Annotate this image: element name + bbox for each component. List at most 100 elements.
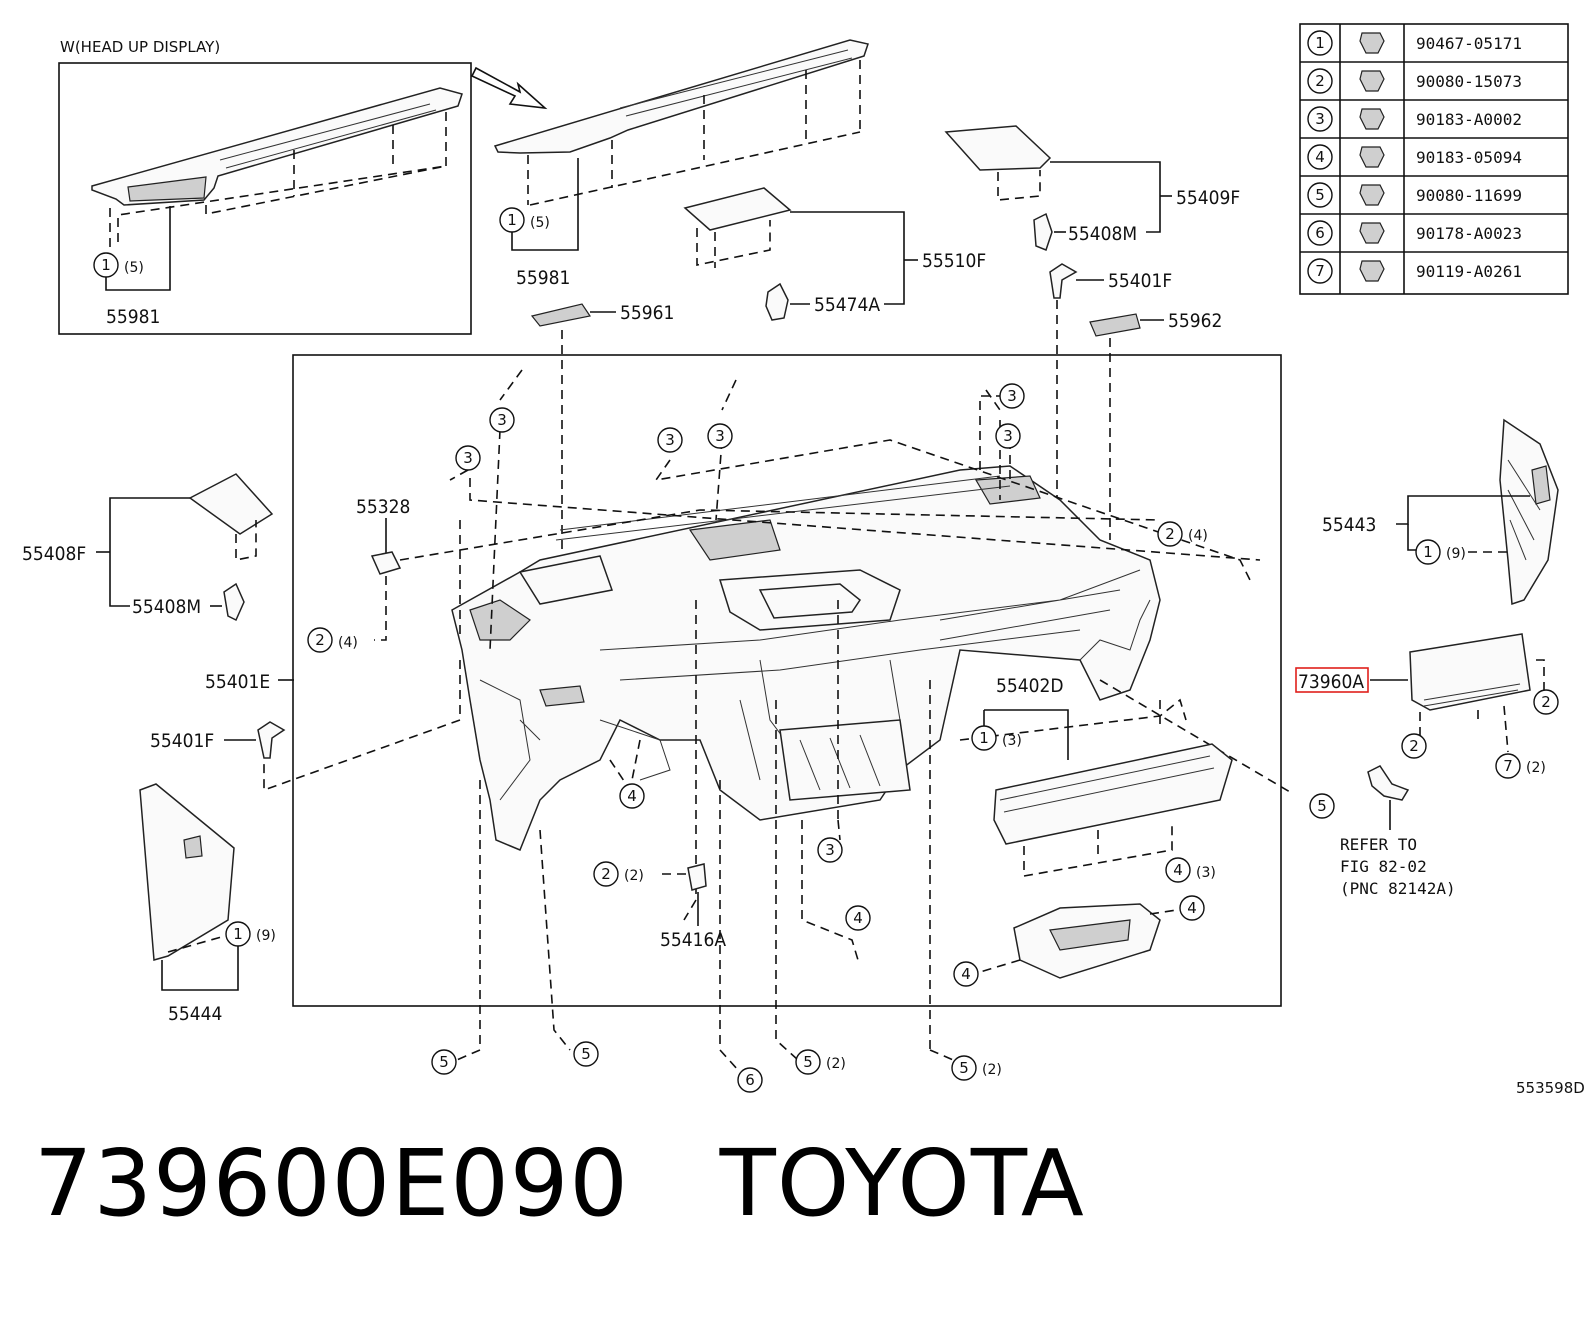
label-55510F: 55510F (922, 250, 986, 272)
bracket-55416A: 2 (2) 55416A (593, 861, 726, 951)
svg-text:4: 4 (1173, 861, 1183, 879)
svg-text:3: 3 (497, 411, 507, 429)
label-55328: 55328 (356, 496, 410, 518)
label-55402D: 55402D (996, 675, 1064, 697)
svg-text:4: 4 (961, 965, 971, 983)
callout-3-c: 3 (657, 427, 683, 453)
svg-text:5: 5 (803, 1053, 813, 1071)
svg-text:1: 1 (1423, 543, 1433, 561)
label-55408F: 55408F (22, 543, 86, 565)
inset-title: W(HEAD UP DISPLAY) (60, 38, 220, 56)
fastener-number-circle (1307, 106, 1333, 132)
fastener-icon (1359, 222, 1385, 244)
qty-4-clip: (4) (338, 635, 358, 651)
fastener-number: 4 (1315, 148, 1325, 166)
fastener-number: 2 (1315, 72, 1325, 90)
dashboard-assembly (263, 369, 1291, 1071)
vent-55962: 55962 (1089, 310, 1222, 540)
callout-3-f: 3 (995, 423, 1021, 449)
fastener-number-circle (1307, 220, 1333, 246)
svg-text:3: 3 (1007, 387, 1017, 405)
inset-qty: (5) (124, 260, 144, 276)
qty-2-bracket: (2) (624, 868, 644, 884)
svg-text:6: 6 (745, 1071, 755, 1089)
callout-4-j: 4 (845, 905, 871, 931)
callout-5-p: 5 (951, 1055, 977, 1081)
qty-2-o: (2) (826, 1056, 846, 1072)
svg-text:3: 3 (665, 431, 675, 449)
callout-2-g: 2 (1157, 521, 1183, 547)
highlight-73960A (1295, 667, 1369, 693)
fastener-part-number: 90183-05094 (1416, 148, 1522, 167)
label-55401E: 55401E (205, 671, 270, 693)
cover-55408F: 55408F 55408M (22, 473, 274, 622)
callout-3-d: 3 (707, 423, 733, 449)
svg-text:4: 4 (627, 787, 637, 805)
qty-3-glovebox: (3) (1002, 733, 1022, 749)
fastener-part-number: 90178-A0023 (1416, 224, 1522, 243)
fastener-icon (1359, 108, 1385, 130)
callout-3-i: 3 (817, 837, 843, 863)
fastener-part-number: 90119-A0261 (1416, 262, 1522, 281)
clip-55328: 55328 2 (4) (307, 496, 410, 653)
module-73960A: 73960A 2 2 7 (2) (1295, 633, 1559, 779)
fastener-number: 7 (1315, 262, 1325, 280)
svg-text:1: 1 (101, 256, 111, 274)
qty-5-top: (5) (530, 215, 550, 231)
label-55409F: 55409F (1176, 187, 1240, 209)
fastener-number: 3 (1315, 110, 1325, 128)
label-55981: 55981 (516, 267, 570, 289)
svg-text:5: 5 (1317, 797, 1327, 815)
top-panel-55981: 1 (5) 55981 (493, 39, 869, 289)
side-panel-55444: 1 (9) 55444 (139, 783, 276, 1025)
callout-3-e: 3 (999, 383, 1025, 409)
fastener-part-number: 90467-05171 (1416, 34, 1522, 53)
fastener-row: 3 90183-A0002 (1307, 106, 1522, 132)
lid-55510F: 55510F 55474A (683, 187, 986, 321)
fastener-number-circle (1307, 144, 1333, 170)
refer-line-1: REFER TO (1340, 835, 1417, 854)
drawing-number: 553598D (1516, 1079, 1585, 1097)
callout-5-k: 5 (1309, 793, 1335, 819)
qty-4-dash: (4) (1188, 528, 1208, 544)
label-55408M-top: 55408M (1068, 223, 1137, 245)
callout-6-n: 6 (737, 1067, 763, 1093)
refer-line-3: (PNC 82142A) (1340, 879, 1456, 898)
label-55401E-group: 55401E 55401F (150, 671, 294, 759)
fastener-row: 4 90183-05094 (1307, 144, 1522, 170)
fastener-icon (1359, 32, 1385, 54)
svg-text:1: 1 (507, 211, 517, 229)
svg-text:2: 2 (1165, 525, 1175, 543)
svg-text:3: 3 (463, 449, 473, 467)
svg-text:1: 1 (233, 925, 243, 943)
svg-text:3: 3 (715, 427, 725, 445)
fastener-number-circle (1307, 258, 1333, 284)
storage-tray: 4 4 (953, 895, 1205, 987)
label-73960A: 73960A (1298, 671, 1364, 693)
fastener-part-number: 90080-11699 (1416, 186, 1522, 205)
svg-text:5: 5 (439, 1053, 449, 1071)
fastener-number-circle (1307, 30, 1333, 56)
label-55408M-left: 55408M (132, 596, 201, 618)
fastener-icon (1359, 70, 1385, 92)
label-55416A: 55416A (660, 929, 726, 951)
svg-text:4: 4 (853, 909, 863, 927)
cover-55409F: 55409F 55408M 55401F (944, 125, 1240, 500)
qty-9-right: (9) (1446, 546, 1466, 562)
svg-text:5: 5 (959, 1059, 969, 1077)
fastener-part-number: 90183-A0002 (1416, 110, 1522, 129)
inset-hud-box: W(HEAD UP DISPLAY) 1 (5) 55981 (58, 38, 472, 335)
svg-text:4: 4 (1187, 899, 1197, 917)
svg-text:1: 1 (979, 729, 989, 747)
fastener-number-circle (1307, 68, 1333, 94)
label-55443: 55443 (1322, 514, 1376, 536)
svg-text:2: 2 (315, 631, 325, 649)
refer-line-2: FIG 82-02 (1340, 857, 1427, 876)
svg-text:3: 3 (1003, 427, 1013, 445)
callouts: 3 3 3 3 3 3 2 (4) 4 3 4 5 5 5 6 5 (2) 5 … (431, 383, 1335, 1093)
fastener-part-number: 90080-15073 (1416, 72, 1522, 91)
